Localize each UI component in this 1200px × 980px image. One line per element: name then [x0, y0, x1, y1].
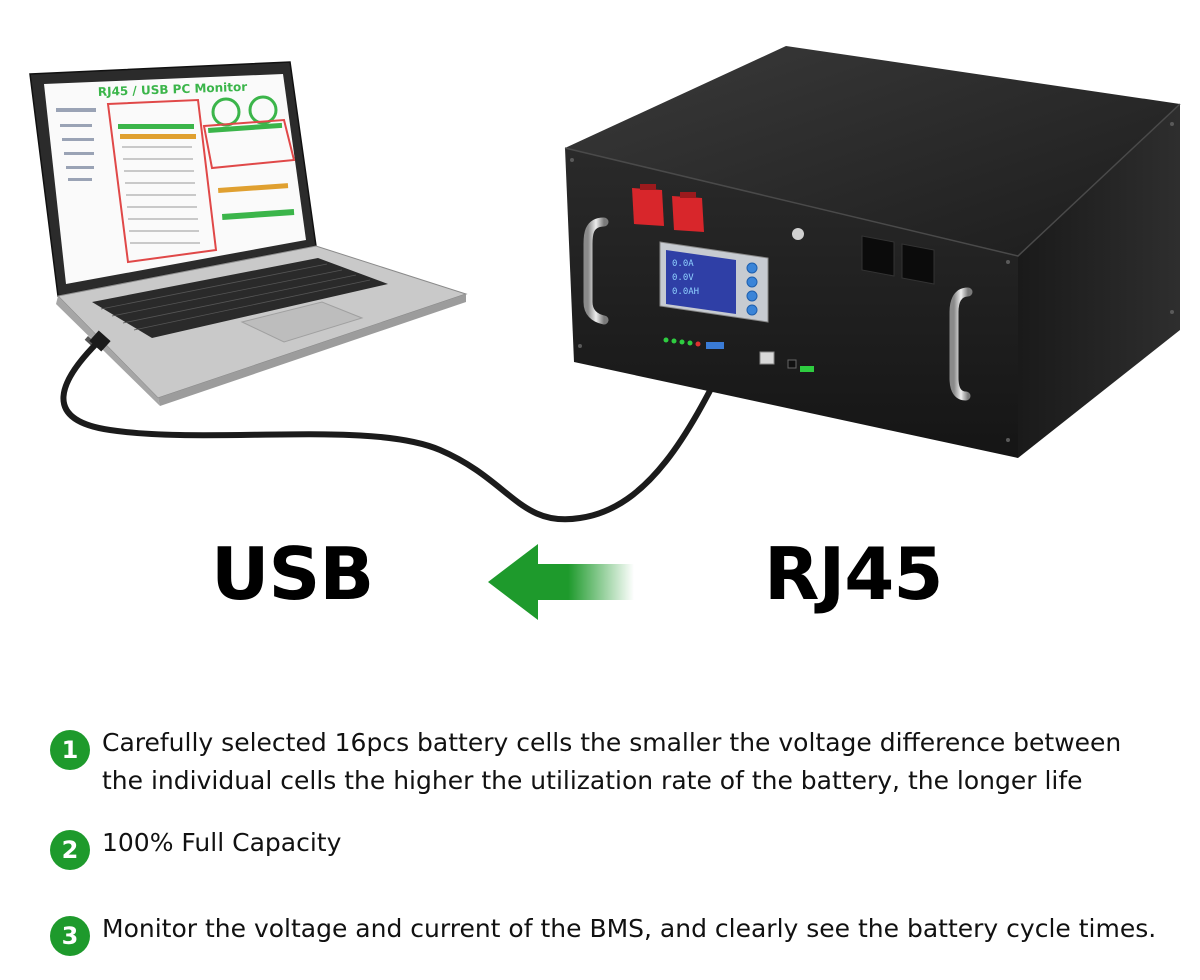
monitor-software-screen: RJ45 / USB PC Monitor: [56, 80, 296, 264]
usb-rj45-cable: [60, 339, 729, 523]
feature-item-2: 2 100% Full Capacity: [50, 824, 1170, 870]
number-badge: 3: [50, 916, 90, 956]
dry-contact: [800, 366, 814, 372]
cell-voltage-panel: [106, 98, 218, 264]
usb-label: USB: [211, 532, 374, 616]
reset-button: [787, 359, 797, 369]
laptop: [29, 61, 468, 406]
svg-text:0.0V: 0.0V: [672, 273, 694, 283]
product-illustration: RJ45 / USB PC Monitor: [29, 46, 1181, 523]
feature-text: Carefully selected 16pcs battery cells t…: [102, 728, 1122, 795]
monitor-title: RJ45 / USB PC Monitor: [98, 80, 248, 99]
rack-battery: 0.0A 0.0V 0.0AH: [564, 46, 1181, 458]
feature-text: 100% Full Capacity: [102, 828, 342, 857]
number-badge: 2: [50, 830, 90, 870]
rj45-port: [759, 351, 775, 365]
laptop-touchpad: [240, 301, 364, 343]
battery-top: [565, 46, 1180, 256]
dip-switch: [706, 342, 724, 349]
communication-port-2: [901, 243, 935, 285]
feature-item-1: 1 Carefully selected 16pcs battery cells…: [50, 724, 1170, 800]
left-arrow-icon: [488, 544, 634, 620]
right-handle: [949, 287, 973, 401]
status-leds: [663, 337, 701, 347]
negative-terminal: [672, 196, 704, 232]
left-handle: [583, 217, 609, 325]
feature-text: Monitor the voltage and current of the B…: [102, 914, 1157, 943]
battery-side: [1018, 104, 1180, 458]
positive-terminal: [632, 188, 664, 226]
communication-port-1: [861, 235, 895, 277]
feature-item-3: 3 Monitor the voltage and current of the…: [50, 910, 1170, 956]
status-panel: [202, 118, 296, 170]
laptop-keyboard: [92, 258, 388, 338]
soh-gauge: [248, 95, 278, 125]
svg-text:0.0A: 0.0A: [672, 259, 694, 269]
software-sidebar: [56, 108, 96, 181]
power-switch: [792, 228, 804, 240]
rj45-label: RJ45: [764, 532, 943, 616]
svg-text:0.0AH: 0.0AH: [672, 287, 699, 297]
usb-plug: [89, 330, 111, 352]
number-badge: 1: [50, 730, 90, 770]
